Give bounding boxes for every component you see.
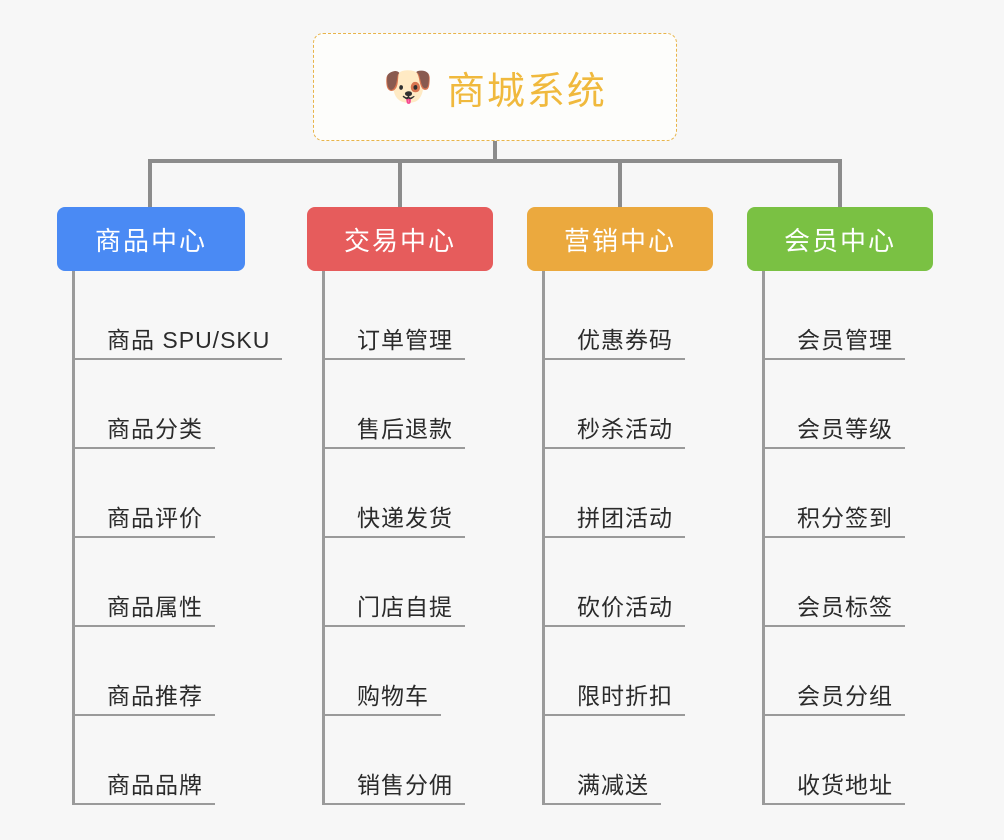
leaf-item-label: 销售分佣 bbox=[325, 766, 465, 805]
leaf-item[interactable]: 购物车 bbox=[325, 627, 465, 716]
leaf-item-label: 商品品牌 bbox=[75, 766, 215, 805]
leaf-item-label: 门店自提 bbox=[325, 588, 465, 627]
branch-list-member-center: 会员管理会员等级积分签到会员标签会员分组收货地址 bbox=[762, 271, 905, 805]
leaf-item[interactable]: 门店自提 bbox=[325, 538, 465, 627]
leaf-item[interactable]: 秒杀活动 bbox=[545, 360, 685, 449]
leaf-item-label: 满减送 bbox=[545, 766, 661, 805]
leaf-item[interactable]: 销售分佣 bbox=[325, 716, 465, 805]
leaf-item[interactable]: 满减送 bbox=[545, 716, 685, 805]
leaf-item-label: 商品评价 bbox=[75, 499, 215, 538]
leaf-item-label: 收货地址 bbox=[765, 766, 905, 805]
leaf-item-label: 会员等级 bbox=[765, 410, 905, 449]
leaf-item-label: 商品 SPU/SKU bbox=[75, 321, 283, 360]
category-header-member-center[interactable]: 会员中心 bbox=[747, 207, 933, 271]
leaf-item-label: 购物车 bbox=[325, 677, 441, 716]
connector-drop-marketing bbox=[618, 159, 622, 209]
branch-list-trade-center: 订单管理售后退款快递发货门店自提购物车销售分佣 bbox=[322, 271, 465, 805]
leaf-item-label: 会员管理 bbox=[765, 321, 905, 360]
leaf-item[interactable]: 售后退款 bbox=[325, 360, 465, 449]
category-header-label: 交易中心 bbox=[343, 225, 456, 256]
column-marketing-center: 营销中心 bbox=[527, 207, 713, 271]
leaf-item[interactable]: 会员等级 bbox=[765, 360, 905, 449]
connector-root-stem bbox=[493, 141, 497, 162]
connector-drop-product bbox=[148, 159, 152, 209]
connector-horizontal-bar bbox=[150, 159, 840, 163]
leaf-item[interactable]: 商品分类 bbox=[75, 360, 282, 449]
leaf-item-label: 快递发货 bbox=[325, 499, 465, 538]
leaf-item[interactable]: 商品品牌 bbox=[75, 716, 282, 805]
leaf-item-label: 商品属性 bbox=[75, 588, 215, 627]
leaf-item-label: 积分签到 bbox=[765, 499, 905, 538]
category-header-product-center[interactable]: 商品中心 bbox=[57, 207, 245, 271]
leaf-item-label: 限时折扣 bbox=[545, 677, 685, 716]
leaf-item-label: 订单管理 bbox=[325, 321, 465, 360]
leaf-item[interactable]: 会员分组 bbox=[765, 627, 905, 716]
category-header-marketing-center[interactable]: 营销中心 bbox=[527, 207, 713, 271]
leaf-item[interactable]: 拼团活动 bbox=[545, 449, 685, 538]
leaf-item[interactable]: 积分签到 bbox=[765, 449, 905, 538]
leaf-item[interactable]: 限时折扣 bbox=[545, 627, 685, 716]
leaf-item[interactable]: 商品推荐 bbox=[75, 627, 282, 716]
root-node[interactable]: 🐶 商城系统 bbox=[313, 33, 677, 141]
leaf-item[interactable]: 收货地址 bbox=[765, 716, 905, 805]
connector-drop-member bbox=[838, 159, 842, 209]
branch-list-marketing-center: 优惠券码秒杀活动拼团活动砍价活动限时折扣满减送 bbox=[542, 271, 685, 805]
branch-list-product-center: 商品 SPU/SKU 商品分类商品评价商品属性商品推荐商品品牌 bbox=[72, 271, 283, 805]
column-member-center: 会员中心 bbox=[747, 207, 933, 271]
leaf-item[interactable]: 商品 SPU/SKU bbox=[75, 271, 283, 360]
leaf-item[interactable]: 优惠券码 bbox=[545, 271, 685, 360]
leaf-item-label: 商品分类 bbox=[75, 410, 215, 449]
leaf-item[interactable]: 砍价活动 bbox=[545, 538, 685, 627]
root-title: 商城系统 bbox=[446, 70, 607, 113]
leaf-item-label: 会员标签 bbox=[765, 588, 905, 627]
leaf-item-label: 会员分组 bbox=[765, 677, 905, 716]
leaf-item-label: 商品推荐 bbox=[75, 677, 215, 716]
leaf-item-label: 砍价活动 bbox=[545, 588, 685, 627]
leaf-item-label: 优惠券码 bbox=[545, 321, 685, 360]
shiba-dog-icon: 🐶 bbox=[383, 65, 433, 109]
category-header-label: 商品中心 bbox=[94, 225, 207, 256]
leaf-item-label: 秒杀活动 bbox=[545, 410, 685, 449]
leaf-item-label: 拼团活动 bbox=[545, 499, 685, 538]
leaf-item[interactable]: 快递发货 bbox=[325, 449, 465, 538]
connector-drop-trade bbox=[398, 159, 402, 209]
leaf-item[interactable]: 会员管理 bbox=[765, 271, 905, 360]
leaf-item[interactable]: 商品评价 bbox=[75, 449, 282, 538]
leaf-item[interactable]: 订单管理 bbox=[325, 271, 465, 360]
leaf-item[interactable]: 商品属性 bbox=[75, 538, 282, 627]
column-product-center: 商品中心 bbox=[57, 207, 245, 271]
leaf-item[interactable]: 会员标签 bbox=[765, 538, 905, 627]
category-header-trade-center[interactable]: 交易中心 bbox=[307, 207, 493, 271]
category-header-label: 会员中心 bbox=[783, 225, 896, 256]
category-header-label: 营销中心 bbox=[563, 225, 676, 256]
leaf-item-label: 售后退款 bbox=[325, 410, 465, 449]
column-trade-center: 交易中心 bbox=[307, 207, 493, 271]
